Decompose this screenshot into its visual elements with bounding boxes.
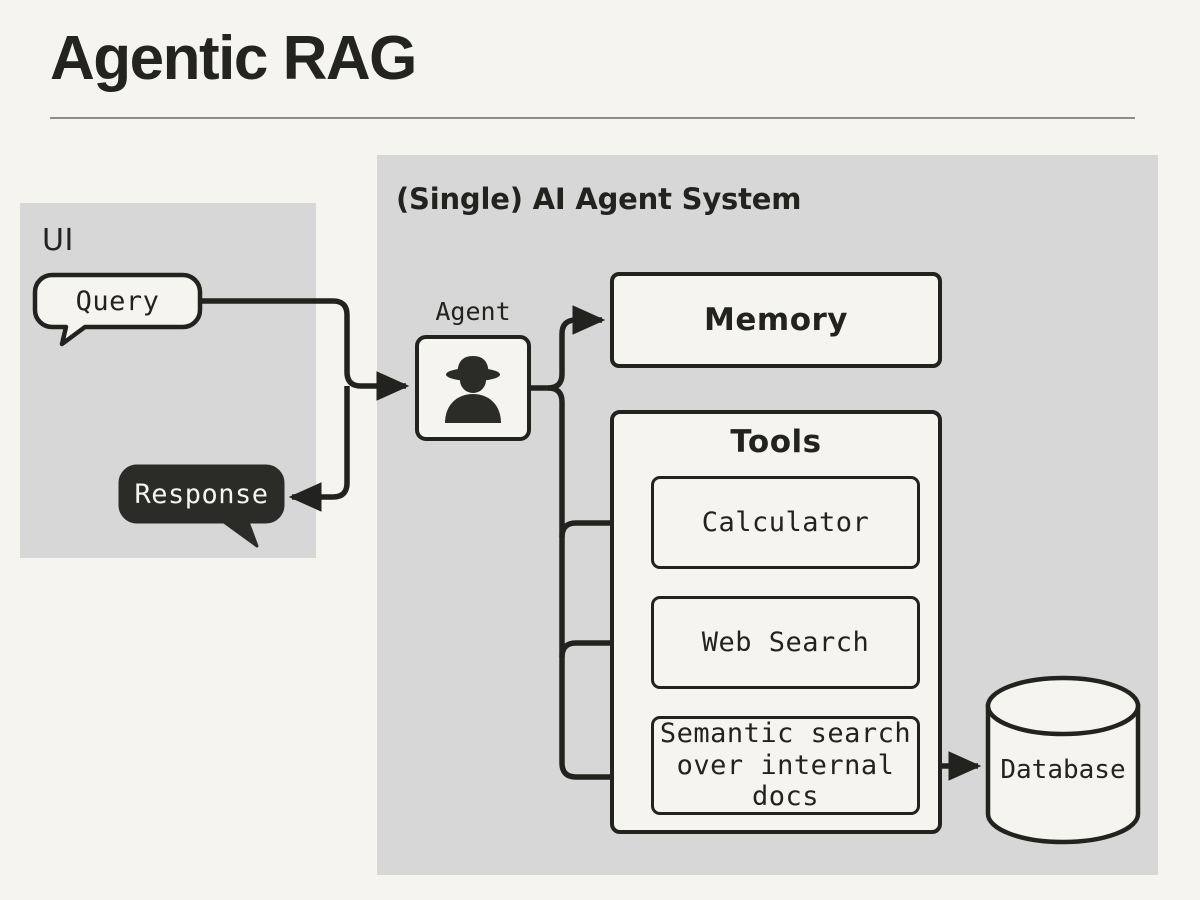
ui-panel-label: UI: [42, 223, 74, 258]
tool-calculator-box[interactable]: Calculator: [651, 476, 920, 569]
tool-semantic-search-line2: over internal docs: [676, 749, 895, 813]
query-bubble-label: Query: [75, 285, 160, 317]
agent-box[interactable]: [415, 335, 531, 441]
memory-box[interactable]: Memory: [610, 272, 942, 368]
agent-person-hat-icon: [445, 356, 501, 423]
tool-web-search-box[interactable]: Web Search: [651, 596, 920, 689]
tool-web-search-label: Web Search: [701, 626, 870, 658]
title-underline-rule: [50, 117, 1135, 119]
tool-semantic-search-line1: Semantic search: [659, 717, 912, 749]
tool-calculator-label: Calculator: [701, 506, 870, 538]
memory-label: Memory: [704, 302, 848, 338]
database-label: Database: [1000, 755, 1126, 785]
page-title: Agentic RAG: [50, 24, 417, 93]
tool-semantic-search-label: Semantic search over internal docs: [654, 718, 917, 814]
agent-label: Agent: [435, 297, 511, 326]
tools-title: Tools: [730, 424, 822, 460]
agent-system-panel-label: (Single) AI Agent System: [396, 182, 802, 216]
tool-semantic-search-box[interactable]: Semantic search over internal docs: [651, 716, 920, 815]
response-bubble-label: Response: [134, 478, 269, 510]
